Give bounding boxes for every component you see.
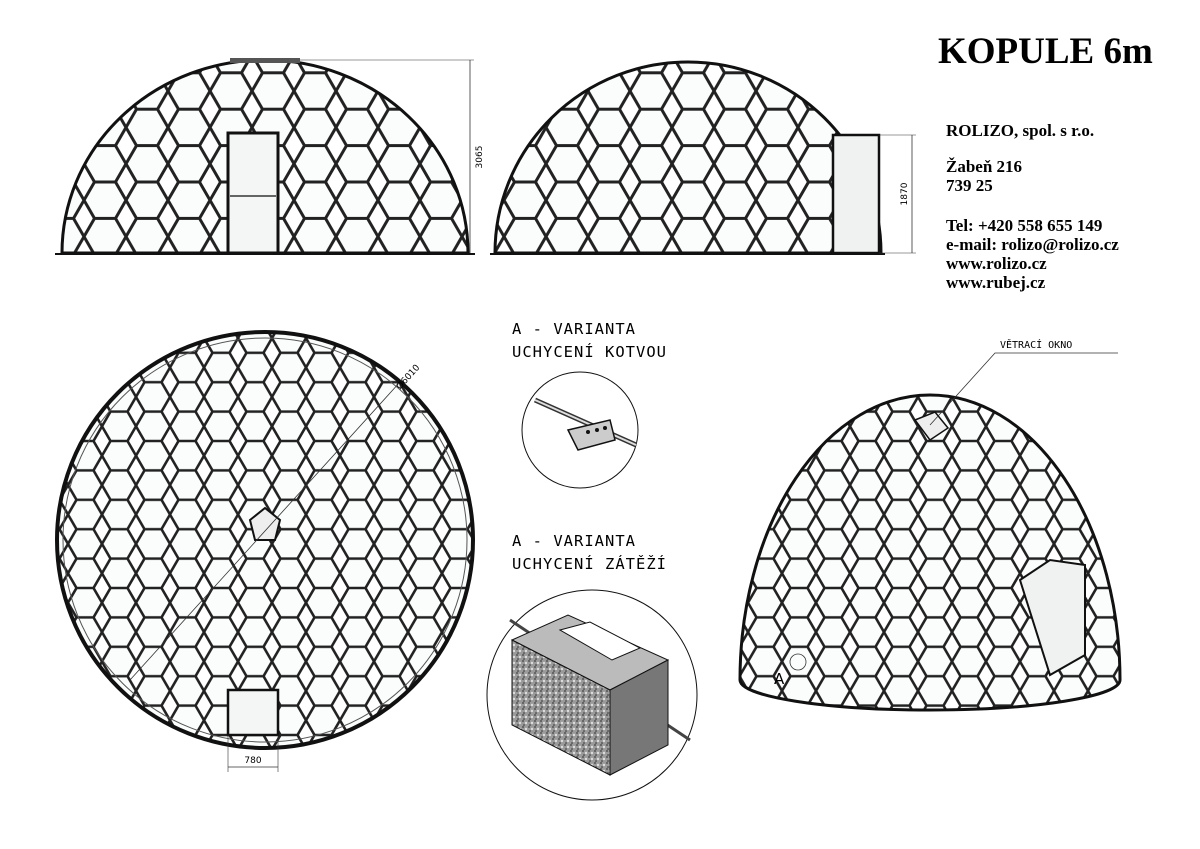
vent-window-label: VĚTRACÍ OKNO [1000,340,1073,351]
detail-marker-a: A [774,670,785,688]
door-width-label: 780 [244,756,261,766]
front-elevation-view [55,58,475,255]
diameter-line [129,381,401,681]
side-elevation-view [490,60,916,255]
weight-variant-line1: A - VARIANTA [512,532,636,550]
company-street: Žabeň 216 [946,157,1023,176]
weight-variant-line2: UCHYCENÍ ZÁTĚŽÍ [512,555,667,573]
anchor-variant-line1: A - VARIANTA [512,320,636,338]
door [226,131,280,255]
company-tel: Tel: +420 558 655 149 [946,216,1103,235]
weight-detail [486,589,698,801]
anchor-variant-line2: UCHYCENÍ KOTVOU [512,343,667,361]
perspective-view [738,352,1122,712]
weight-variant-title: A - VARIANTA UCHYCENÍ ZÁTĚŽÍ [512,530,667,576]
company-email: e-mail: rolizo@rolizo.cz [946,235,1119,254]
company-name: ROLIZO, spol. s r.o. [946,121,1095,140]
page-title: KOPULE 6m [938,31,1153,72]
height-dimension-label: 3065 [475,146,485,169]
door-box [1018,558,1086,677]
plan-view [55,330,475,772]
company-web2: www.rubej.cz [946,273,1046,292]
anchor-variant-title: A - VARIANTA UCHYCENÍ KOTVOU [512,318,667,364]
door [226,688,280,737]
vent-window [913,411,950,442]
company-web1: www.rolizo.cz [946,254,1047,273]
anchor-detail [521,371,639,489]
door-box [831,133,881,255]
company-zip: 739 25 [946,176,993,195]
door-height-dimension-label: 1870 [900,182,910,205]
